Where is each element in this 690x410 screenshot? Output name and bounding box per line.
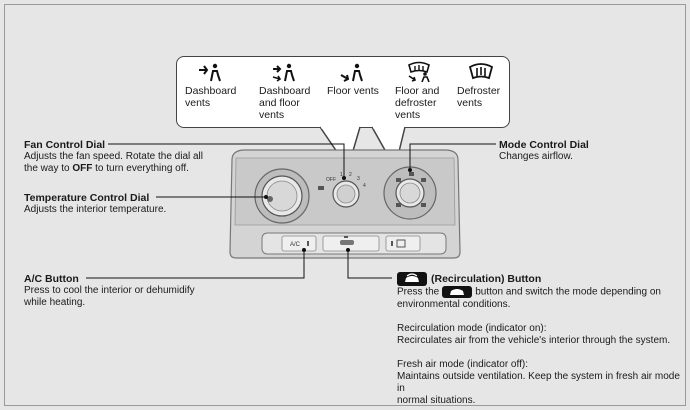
recirc-off-title: Fresh air mode (indicator off): [397,358,528,370]
mode-desc: Changes airflow. [499,151,573,162]
fan-mark-2: 2 [349,172,352,178]
recirculation-title: (Recirculation) Button [431,272,542,285]
recirculation-icon [397,272,427,286]
vent-mode-label: Defroster vents [457,85,501,109]
temperature-dial[interactable] [254,168,310,224]
temperature-title: Temperature Control Dial [24,192,150,204]
page-frame [4,4,686,406]
floor-vents-icon [340,63,363,82]
recirc-off-desc-2: normal situations. [397,394,476,406]
ac-desc-2: while heating. [24,297,86,308]
vent-mode-label: Dashboard vents [185,85,237,109]
dashboard-floor-vents-icon [272,63,295,82]
recirc-desc-press: Press the [397,286,440,298]
floor-defroster-vents-icon [408,61,430,83]
vent-mode-label: Dashboard and floor vents [259,85,311,121]
fan-control-dial-label: Fan Control Dial Adjusts the fan speed. … [24,139,203,175]
vent-mode-floor: Floor vents [327,61,379,97]
rear-defrost-button[interactable] [385,235,421,252]
recirculation-button[interactable] [322,235,380,252]
ac-button-callout: A/C Button Press to cool the interior or… [24,273,195,309]
ac-title: A/C Button [24,273,79,285]
vent-mode-defroster: Defroster vents [457,61,500,109]
fan-mark-off: OFF [326,177,336,183]
fan-mark-1: 1 [340,172,343,178]
vent-mode-dashboard-floor: Dashboard and floor vents [259,61,310,121]
recirculation-button-callout: (Recirculation) Button Press the button a… [397,272,682,407]
fan-small-icon [318,186,324,190]
recirculation-title-row: (Recirculation) Button [397,272,682,286]
fan-control-desc-2: the way to OFF to turn everything off. [24,163,203,175]
dashboard-vents-icon [199,63,221,82]
fan-control-title: Fan Control Dial [24,139,106,151]
recirc-on-title: Recirculation mode (indicator on): [397,322,547,334]
mode-control-dial-label: Mode Control Dial Changes airflow. [499,139,589,163]
recirc-on-desc: Recirculates air from the vehicle's inte… [397,334,671,346]
ac-button[interactable]: A/C [281,235,317,252]
fan-desc-text: the way to [24,163,73,174]
fan-desc-text-end: to turn everything off. [92,163,189,174]
recirc-desc-1: Press the button and switch the mode depe… [397,286,682,299]
fan-control-desc-1: Adjusts the fan speed. Rotate the dial a… [24,151,204,162]
fan-mark-3: 3 [357,176,360,182]
ac-button-label: A/C [290,242,301,248]
recirc-desc-2: environmental conditions. [397,298,511,310]
temperature-control-dial-label: Temperature Control Dial Adjusts the int… [24,192,166,216]
recirc-desc-rest: button and switch the mode depending on [475,286,661,298]
fan-dial[interactable]: OFF 1 2 3 4 [318,172,366,208]
vent-mode-label: Floor and defroster vents [395,85,440,121]
temperature-desc: Adjusts the interior temperature. [24,204,167,215]
recirc-off-desc-1: Maintains outside ventilation. Keep the … [397,370,680,394]
leader-lines [86,143,496,279]
mode-dial[interactable] [383,166,437,220]
recirculation-inline-icon [442,286,473,298]
ac-desc-1: Press to cool the interior or dehumidify [24,285,195,296]
vent-mode-floor-defroster: Floor and defroster vents [395,61,439,121]
vent-mode-label: Floor vents [327,85,379,97]
mode-title: Mode Control Dial [499,139,589,151]
defroster-vents-icon [468,63,494,80]
fan-mark-4: 4 [363,183,366,189]
fan-desc-off: OFF [72,163,93,174]
vent-mode-dashboard: Dashboard vents [185,61,236,109]
